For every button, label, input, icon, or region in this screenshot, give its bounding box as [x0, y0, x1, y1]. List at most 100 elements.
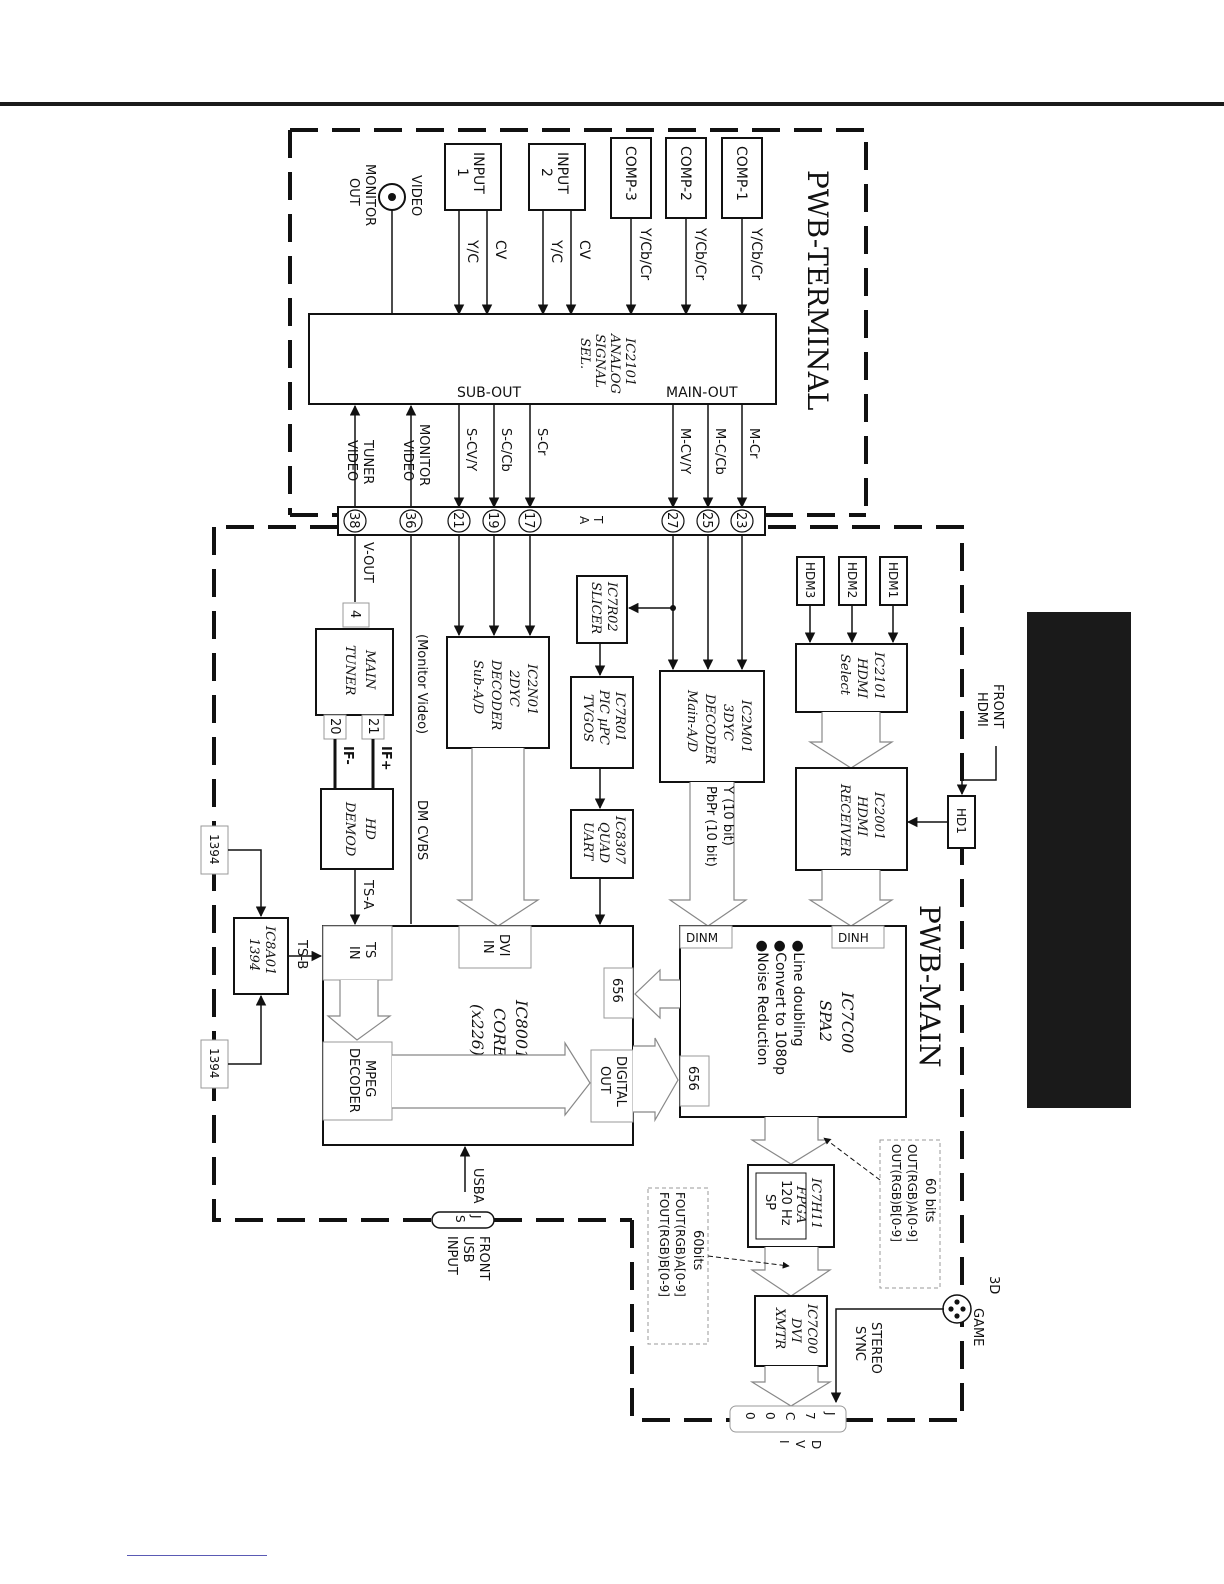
monitor-video-label-2: VIDEO	[400, 440, 415, 481]
s-ccb-label: S-C/Cb	[498, 428, 513, 472]
ieee-port-1-label: 1394	[207, 834, 221, 865]
core-line2: CORE	[490, 1008, 509, 1057]
bus60-line2: OUT(RGB)A[0-9]	[905, 1144, 919, 1242]
fpga-line4: SP	[762, 1194, 777, 1210]
main-decoder-inputs	[667, 535, 748, 671]
main-tuner-box: MAIN TUNER	[315, 628, 394, 716]
connector-pin-label: 21	[450, 512, 465, 529]
input1-yc-label: Y/C	[464, 239, 480, 263]
core-line3: (x226)	[468, 1004, 487, 1056]
comp3-signal-label: Y/Cb/Cr	[637, 227, 653, 280]
input1-box: INPUT 1	[444, 143, 502, 211]
bus60b-line1: 60bits	[690, 1230, 705, 1271]
dvi-label-d: D	[809, 1440, 823, 1449]
connector-label-t: T	[591, 515, 605, 524]
hdmi-receiver-box: IC2001 HDMI RECEIVER	[795, 767, 908, 871]
slicer-line2: SLICER	[588, 582, 603, 634]
ieee-ic-line2: 1394	[246, 938, 261, 971]
bus-arrow-spa-to-core-656	[634, 968, 680, 1020]
game-label-2: GAME	[970, 1308, 985, 1346]
pic-tvgos-box: IC7R01 PIC µPC TVGOS	[570, 676, 634, 769]
selector-output-lines	[349, 404, 748, 509]
connector-pin-circle	[399, 509, 423, 533]
main-out-label: MAIN-OUT	[666, 385, 738, 401]
usb-conn-j: J	[469, 1214, 483, 1219]
monitor-video-label-1: MONITOR	[416, 424, 431, 486]
tuner-pin-4: 4	[342, 602, 370, 628]
hdmi-select-line1: IC2101	[871, 651, 886, 700]
dvi-output-connector: J 7 C 0 0	[729, 1405, 847, 1433]
hdmi-input-arrows	[804, 605, 899, 644]
dvi-xmtr-line2: DVI	[788, 1317, 803, 1344]
connector-pin-label: 17	[521, 512, 536, 529]
ieee1394-ic-box: IC8A01 1394	[233, 917, 289, 995]
selector-line3: SIGNAL	[592, 334, 607, 388]
dvi-conn-0a: 0	[763, 1412, 777, 1420]
hdmi-receiver-line1: IC2001	[871, 791, 886, 840]
if-minus-label: IF-	[340, 746, 355, 765]
core-mpeg-2: DECODER	[346, 1048, 361, 1113]
slicer-line1: IC7R02	[604, 581, 619, 632]
connector-pin-circle	[447, 509, 471, 533]
input-signal-lines	[391, 210, 748, 316]
stereo-label-1: STEREO	[868, 1322, 883, 1374]
input2-label-line1: INPUT	[554, 152, 570, 194]
m-cr-label: M-Cr	[746, 428, 761, 459]
fpga-line3: 120 Hz	[778, 1180, 793, 1226]
hdmi2-label: HDM2	[845, 562, 859, 598]
m-cvy-label: M-CV/Y	[677, 428, 692, 474]
front-hdmi-label-1: FRONT	[990, 684, 1005, 728]
slicer-links	[594, 602, 673, 926]
spa-line2: SPA2	[816, 1000, 835, 1042]
core-656-label: 656	[609, 978, 624, 1003]
comp1-label: COMP-1	[733, 146, 749, 201]
dm-cvbs-label: DM CVBS	[414, 800, 429, 860]
connector-pin-label: 38	[346, 512, 361, 529]
selector-line4: SEL.	[577, 338, 592, 369]
bus-arrow-select-to-receiver	[807, 712, 895, 769]
hd-demod-box: HD DEMOD	[320, 788, 394, 870]
spa-feature-1: ●Line doubling	[790, 940, 806, 1047]
hd1-connector: HD1	[947, 795, 976, 849]
ieee-port-2-label: 1394	[207, 1048, 221, 1079]
dvi-xmtr-line1: IC7C00	[804, 1303, 819, 1354]
comp3-label: COMP-3	[622, 146, 638, 201]
video-out-label-3: OUT	[346, 178, 361, 206]
comp2-input-box: COMP-2	[665, 137, 707, 219]
video-out-label-1: VIDEO	[408, 175, 423, 216]
v-out-label: V-OUT	[360, 542, 375, 583]
hdmi-select-line3: Select	[837, 654, 852, 696]
core-ts-in-2: IN	[346, 946, 361, 960]
sub-decoder-line1: IC2N01	[524, 663, 539, 715]
bus60b-leader	[707, 1255, 790, 1269]
if-plus-label: IF+	[378, 746, 393, 771]
tuner-pin-20: 20	[323, 714, 347, 740]
connector-pin-circle	[661, 509, 685, 533]
tuner-video-label-1: TUNER	[360, 439, 375, 484]
tuner-pin-top-label: 4	[347, 610, 362, 618]
hdmi-receiver-line3: RECEIVER	[837, 783, 852, 857]
quad-uart-box: IC8307 QUAD UART	[570, 809, 634, 879]
analog-signal-selector-box: IC2101 ANALOG SIGNAL SEL. MAIN-OUT SUB-O…	[308, 313, 777, 405]
comp1-signal-label: Y/Cb/Cr	[748, 227, 764, 280]
game-connector	[942, 1294, 972, 1324]
sub-decoder-line4: Sub-A/D	[470, 660, 485, 715]
spa-line1: IC7C00	[838, 991, 857, 1053]
core-ts-in-1: TS	[362, 941, 377, 958]
front-hdmi-label-2: HDMI	[974, 692, 989, 727]
ieee1394-port-bottom: 1394	[200, 1039, 229, 1089]
hdmi2-input-box: HDM2	[838, 556, 867, 606]
connector-pin-circle	[730, 509, 754, 533]
s-cr-label: S-Cr	[534, 428, 549, 456]
connector-pin-label: 25	[699, 512, 714, 529]
header-rule	[0, 102, 1224, 106]
front-usb-label-3: INPUT	[444, 1236, 459, 1275]
bus60b-line3: FOUT(RGB)B[0-9]	[657, 1192, 671, 1297]
input2-yc-label: Y/C	[548, 239, 564, 263]
side-tab	[1027, 612, 1131, 1108]
uart-line1: IC8307	[612, 815, 627, 865]
ieee1394-port-top: 1394	[200, 825, 229, 875]
tuner-pin-left-label: 20	[327, 718, 342, 735]
spa2-box: DINM DINH 656 IC7C00 SPA2 ●Line doubling…	[679, 925, 907, 1118]
